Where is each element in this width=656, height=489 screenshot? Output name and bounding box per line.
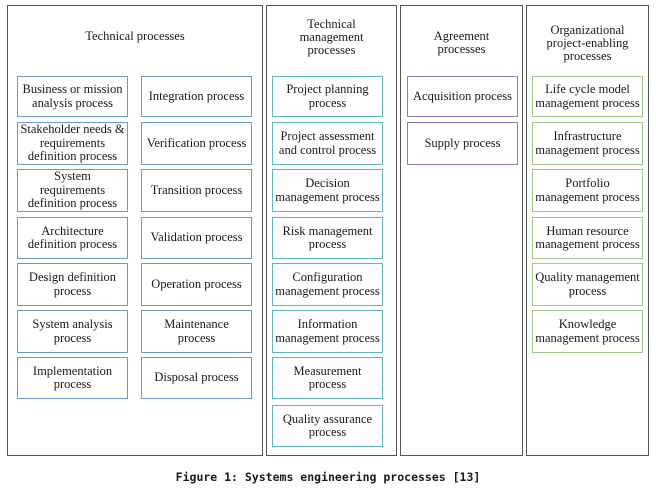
panel-title: Agreement processes xyxy=(433,29,490,56)
figure-caption: Figure 1: Systems engineering processes … xyxy=(175,470,481,484)
process-box: Quality assurance process xyxy=(272,405,383,447)
process-box: System requirements definition process xyxy=(17,169,128,212)
process-box: Supply process xyxy=(407,122,518,165)
panel-organizational: Organizational project-enabling processe… xyxy=(526,5,649,456)
process-box: Verification process xyxy=(141,122,252,165)
process-box: Quality management process xyxy=(532,263,643,306)
process-box: System analysis process xyxy=(17,310,128,353)
process-box: Measurement process xyxy=(272,357,383,399)
process-box: Validation process xyxy=(141,217,252,259)
process-box: Infrastructure management process xyxy=(532,122,643,165)
process-box: Life cycle model management process xyxy=(532,76,643,117)
process-box: Project assessment and control process xyxy=(272,122,383,165)
process-box: Architecture definition process xyxy=(17,217,128,259)
process-box: Disposal process xyxy=(141,357,252,399)
process-box: Transition process xyxy=(141,169,252,212)
process-box: Risk management process xyxy=(272,217,383,259)
process-box: Business or mission analysis process xyxy=(17,76,128,117)
panel-title: Technical processes xyxy=(85,29,185,43)
process-box: Portfolio management process xyxy=(532,169,643,212)
process-box: Design definition process xyxy=(17,263,128,306)
process-box: Operation process xyxy=(141,263,252,306)
process-box: Implementation process xyxy=(17,357,128,399)
process-box: Stakeholder needs & requirements definit… xyxy=(17,122,128,165)
process-box: Knowledge management process xyxy=(532,310,643,353)
process-box: Configuration management process xyxy=(272,263,383,306)
process-box: Acquisition process xyxy=(407,76,518,117)
process-box: Project planning process xyxy=(272,76,383,117)
process-box: Human resource management process xyxy=(532,217,643,259)
process-box: Information management process xyxy=(272,310,383,353)
panel-title: Organizational project-enabling processe… xyxy=(546,23,629,63)
panel-title: Technical management processes xyxy=(299,17,364,57)
process-box: Integration process xyxy=(141,76,252,117)
process-box: Decision management process xyxy=(272,169,383,212)
process-box: Maintenance process xyxy=(141,310,252,353)
